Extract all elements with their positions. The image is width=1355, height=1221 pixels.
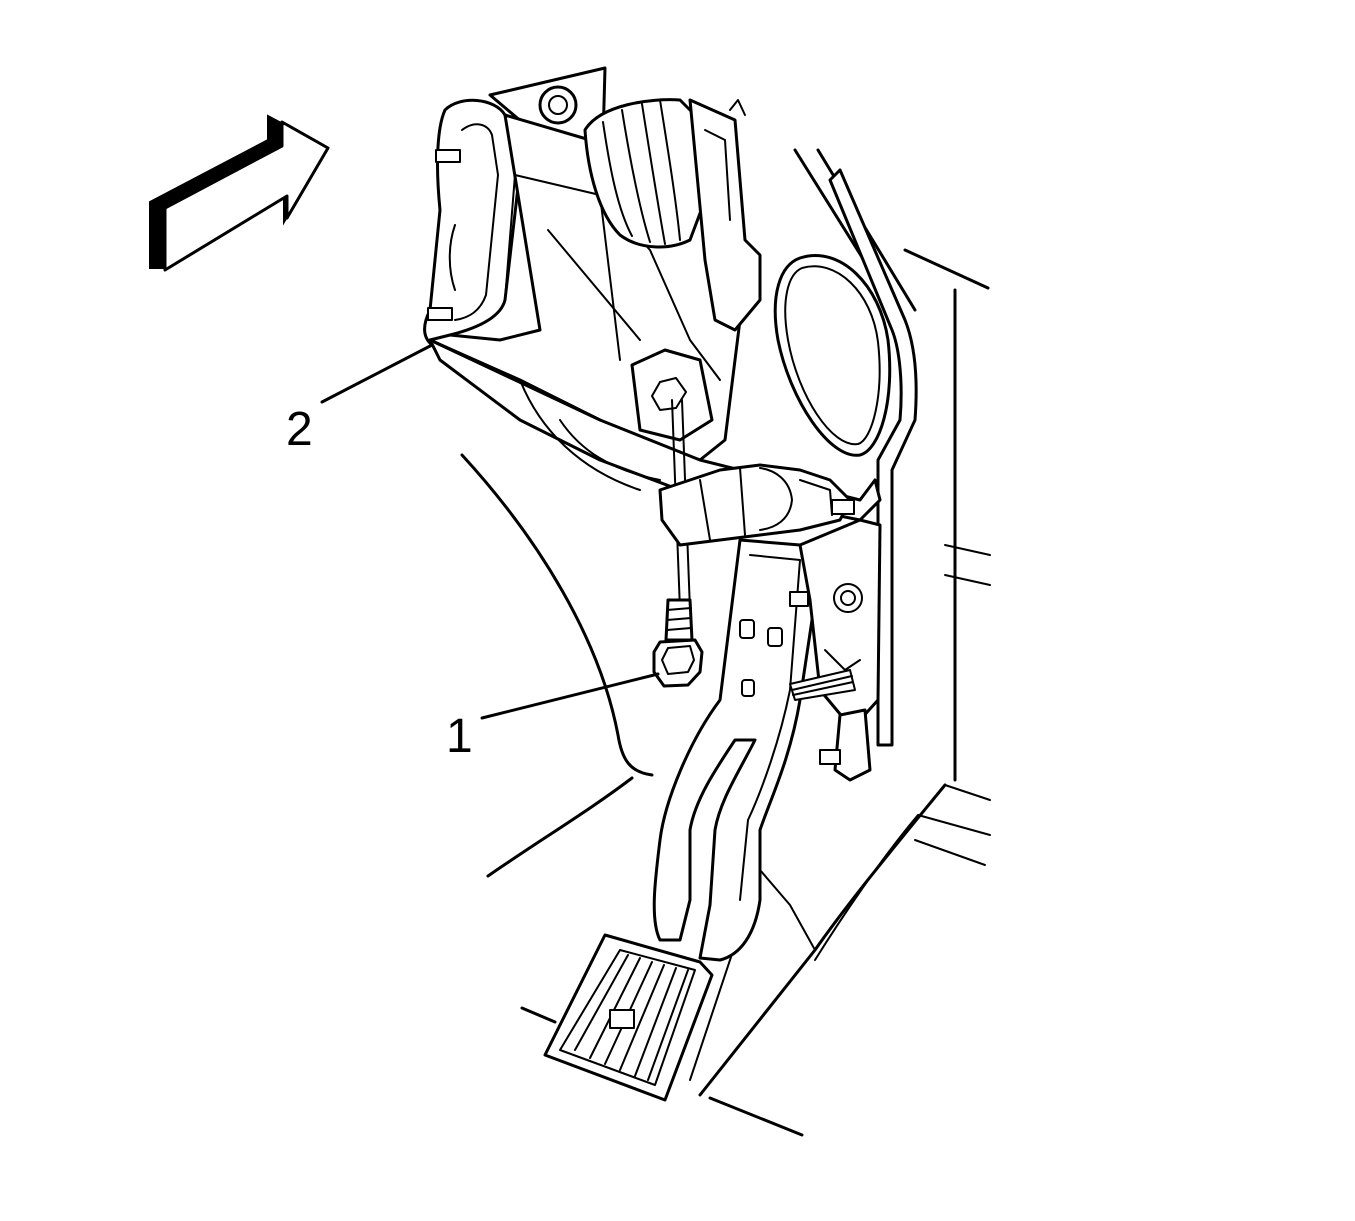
leader-line-1 [480, 672, 660, 720]
leader-line-2 [320, 343, 434, 404]
leader-lines [320, 343, 660, 720]
callout-label-1: 1 [446, 710, 473, 763]
callout-label-2: 2 [286, 403, 313, 456]
pedal-pad [543, 933, 714, 1102]
direction-arrow-icon [149, 114, 330, 272]
bolt [652, 598, 704, 688]
pedal-arm [652, 463, 882, 962]
side-bracket [828, 168, 918, 747]
oval-opening [773, 254, 892, 457]
accelerator-pedal-bracket [423, 66, 882, 522]
